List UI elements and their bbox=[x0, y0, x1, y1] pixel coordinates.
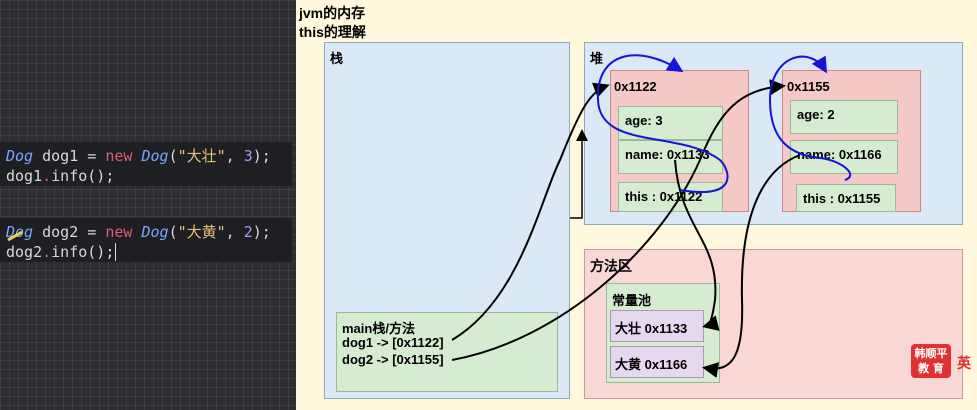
stack-label: 栈 bbox=[330, 51, 344, 66]
code-token: 3 bbox=[243, 147, 253, 165]
code-token: new bbox=[105, 147, 133, 165]
code-token: ( bbox=[168, 223, 178, 241]
code-token: Dog bbox=[132, 223, 169, 241]
main-frame bbox=[336, 312, 558, 392]
main-frame-dog1: dog1 -> [0x1122] bbox=[342, 335, 444, 350]
method-area-label: 方法区 bbox=[590, 258, 632, 274]
logo-line-2: 教 育 bbox=[918, 362, 944, 375]
arrow-dog2-ref bbox=[451, 79, 786, 361]
code-token: dog1 = bbox=[33, 147, 106, 165]
heap-label: 堆 bbox=[590, 51, 604, 66]
logo-line-1: 韩顺平 bbox=[914, 347, 948, 360]
code-token: new bbox=[105, 223, 133, 241]
object-dog2-age: age: 2 bbox=[790, 100, 898, 134]
code-token: "大壮" bbox=[177, 147, 226, 165]
code-token: info(); bbox=[51, 167, 115, 185]
code-line-4: dog2.info(); bbox=[6, 242, 286, 262]
diagram-subtitle: this的理解 bbox=[299, 24, 366, 40]
code-token: . bbox=[42, 167, 52, 185]
string-dahuang: 大黄 0x1166 bbox=[610, 346, 704, 378]
arrow-this-dog1 bbox=[596, 54, 729, 193]
code-token: ); bbox=[252, 147, 271, 165]
object-dog1-address: 0x1122 bbox=[614, 79, 657, 94]
code-line-2: dog1.info(); bbox=[6, 166, 286, 186]
main-frame-dog2: dog2 -> [0x1155] bbox=[342, 352, 444, 367]
code-token: . bbox=[42, 243, 52, 261]
code-line-3: Dog dog2 = new Dog("大黄", 2); bbox=[6, 222, 286, 242]
code-token: ( bbox=[168, 147, 178, 165]
code-token: dog2 = bbox=[33, 223, 106, 241]
code-token: 2 bbox=[243, 223, 253, 241]
arrow-this-dog2 bbox=[768, 55, 852, 181]
cursor-arrow bbox=[7, 230, 23, 242]
arrow-name-dazhuang bbox=[674, 159, 720, 331]
object-dog2-this: this : 0x1155 bbox=[796, 184, 896, 212]
code-editor: Dog dog1 = new Dog("大壮", 3); dog1.info()… bbox=[0, 0, 296, 410]
main-frame-title: main栈/方法 bbox=[342, 321, 415, 336]
code-token: ); bbox=[252, 223, 271, 241]
code-block-dog1: Dog dog1 = new Dog("大壮", 3); dog1.info()… bbox=[0, 142, 292, 186]
constant-pool-label: 常量池 bbox=[612, 293, 652, 308]
brand-logo-ext: 英 bbox=[957, 356, 971, 372]
code-token: "大黄" bbox=[177, 223, 226, 241]
code-token: , bbox=[225, 223, 244, 241]
diagram-title: jvm的内存 bbox=[299, 5, 366, 21]
code-token: , bbox=[225, 147, 244, 165]
code-token: Dog bbox=[6, 147, 34, 165]
code-token: dog2 bbox=[6, 243, 43, 261]
code-token: dog1 bbox=[6, 167, 43, 185]
object-dog1-age: age: 3 bbox=[618, 106, 723, 140]
arrow-name-dahuang bbox=[702, 154, 801, 378]
object-dog2-address: 0x1155 bbox=[787, 79, 830, 94]
object-dog2-name: name: 0x1166 bbox=[790, 140, 898, 174]
brand-logo: 韩顺平教 育 bbox=[911, 344, 951, 378]
stack-heap-connector bbox=[570, 129, 588, 219]
code-block-dog2: Dog dog2 = new Dog("大黄", 2); dog2.info()… bbox=[0, 218, 292, 262]
code-token: info(); bbox=[51, 243, 115, 261]
arrow-dog1-ref bbox=[451, 82, 610, 341]
code-token: Dog bbox=[132, 147, 169, 165]
code-line-1: Dog dog1 = new Dog("大壮", 3); bbox=[6, 146, 286, 166]
